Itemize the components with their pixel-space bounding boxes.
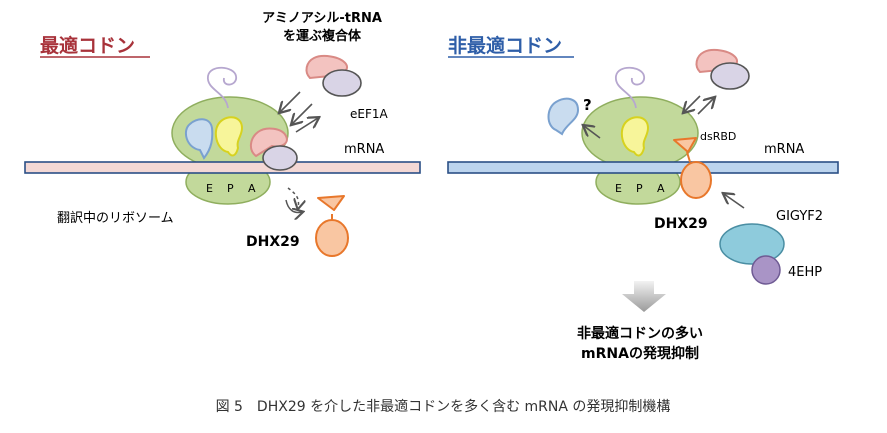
left-trna-p-site	[214, 116, 244, 157]
right-mrna-label: mRNA	[764, 142, 804, 157]
4ehp-shape	[751, 255, 781, 285]
4ehp-label: 4EHP	[788, 265, 822, 280]
right-site-a: A	[657, 182, 665, 195]
right-site-p: P	[636, 182, 643, 195]
arrow-eef1a-exit	[295, 118, 318, 133]
right-mrna-strand	[447, 161, 839, 174]
arrow-trna-entry-1	[280, 91, 301, 112]
left-mrna-strand	[24, 161, 421, 174]
left-nascent-peptide	[207, 66, 237, 109]
question-mark: ?	[583, 96, 592, 114]
dsrbd-label: dsRBD	[700, 130, 736, 143]
figure-caption: 図 5 DHX29 を介した非最適コドンを多く含む mRNA の発現抑制機構	[216, 398, 671, 415]
arrow-complex-reject	[697, 98, 714, 115]
arrow-trna-entry-2	[292, 103, 313, 124]
right-dhx29-linker	[686, 151, 691, 163]
right-nascent-peptide	[615, 66, 645, 109]
right-dhx29-label: DHX29	[654, 216, 708, 232]
right-dhx29-dsrbd	[673, 137, 697, 153]
gigyf2-label: GIGYF2	[776, 209, 823, 224]
gigyf2-shape	[719, 223, 785, 265]
result-line1: 非最適コドンの多い	[577, 325, 703, 342]
arrow-gigyf2-recruit	[724, 194, 745, 209]
right-dhx29-body	[680, 161, 712, 199]
eef1a-label: eEF1A	[350, 107, 389, 121]
left-site-e: E	[206, 182, 214, 195]
left-mrna-label: mRNA	[344, 142, 384, 157]
left-eef1a-bound	[262, 145, 298, 171]
down-arrow-icon	[622, 281, 666, 312]
right-eef1a-blocked	[710, 62, 750, 90]
right-trna-p-site	[620, 116, 650, 157]
aatrna-label-line2: を運ぶ複合体	[283, 28, 362, 44]
left-dhx29-dsrbd	[317, 195, 345, 211]
left-trna-e-site	[184, 118, 214, 160]
right-panel-title: 非最適コドン	[448, 34, 562, 57]
left-dhx29-label: DHX29	[246, 234, 300, 250]
result-line2: mRNAの発現抑制	[581, 345, 699, 362]
left-site-p: P	[227, 182, 234, 195]
arrow-dhx29-solid	[285, 199, 302, 213]
left-site-a: A	[248, 182, 256, 195]
arrow-complex-approach	[684, 95, 701, 112]
right-site-e: E	[615, 182, 622, 195]
left-dhx29-body	[315, 219, 349, 257]
arrow-dhx29-dashed	[287, 187, 299, 208]
aatrna-label-line1: アミノアシル-tRNA	[262, 11, 382, 26]
ribosome-label: 翻訳中のリボソーム	[57, 211, 174, 226]
right-ejected-trna	[547, 97, 580, 136]
left-panel-title: 最適コドン	[40, 34, 135, 57]
left-incoming-eef1a	[322, 69, 362, 97]
arrow-trna-ejected	[584, 126, 601, 139]
